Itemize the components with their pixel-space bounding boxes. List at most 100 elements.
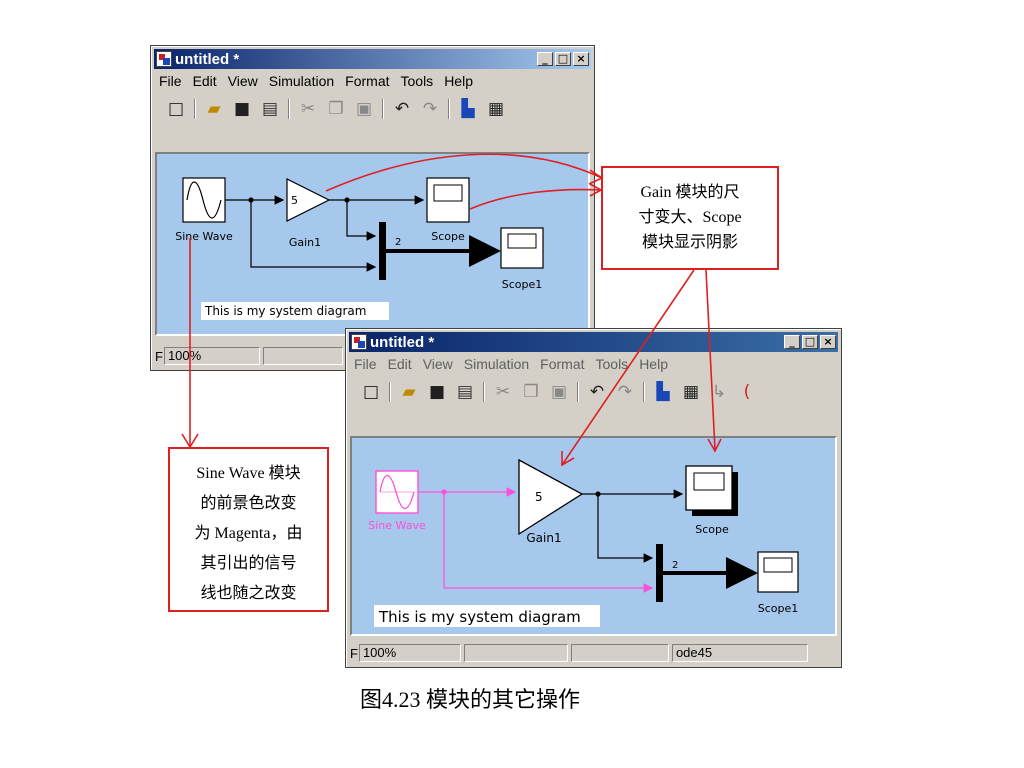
- redo-icon[interactable]: ↷: [617, 382, 633, 402]
- menu-format[interactable]: Format: [540, 356, 585, 372]
- new-icon[interactable]: □: [362, 382, 380, 402]
- status-cell: [463, 644, 568, 662]
- undo-icon[interactable]: ↶: [589, 382, 605, 402]
- status-cell: [570, 644, 669, 662]
- scope-block[interactable]: [685, 465, 738, 516]
- magenta-signal-lines: [418, 487, 654, 593]
- model-canvas-front[interactable]: Sine Wave 5 Gain1 Scope 2 Scope1: [350, 436, 837, 636]
- annotation-box: [201, 302, 389, 320]
- callout-line: Gain 模块的尺: [640, 184, 740, 201]
- scope-label: Scope: [695, 523, 729, 536]
- gain-block[interactable]: [286, 178, 331, 222]
- toolbar-separator: [288, 99, 290, 119]
- mux-block[interactable]: [656, 544, 663, 602]
- cut-icon[interactable]: ✂: [300, 99, 316, 119]
- maximize-icon[interactable]: □: [802, 335, 818, 349]
- redo-icon[interactable]: ↷: [422, 99, 438, 119]
- model-canvas-back[interactable]: Sine Wave 5 Gain1 Scope 2 Scope1: [155, 152, 590, 336]
- zoom-level: 100%: [358, 644, 461, 662]
- maximize-icon[interactable]: □: [555, 52, 571, 66]
- save-icon[interactable]: ■: [428, 382, 446, 402]
- callout-line: Sine Wave 模块: [196, 465, 301, 482]
- mux-value: 2: [395, 237, 401, 248]
- status-cell: [262, 347, 343, 365]
- sine-wave-label: Sine Wave: [368, 519, 426, 532]
- mux-block[interactable]: [379, 222, 386, 280]
- model-browser-icon[interactable]: ▦: [487, 99, 505, 119]
- gain-block[interactable]: [518, 458, 584, 536]
- window-back: untitled * _ □ × File Edit View Simulati…: [150, 45, 595, 371]
- gain-value: 5: [291, 194, 298, 207]
- sine-wave-block[interactable]: [375, 470, 419, 514]
- callout-line: 的前景色改变: [200, 495, 297, 512]
- menu-edit[interactable]: Edit: [192, 73, 217, 89]
- minimize-icon[interactable]: _: [784, 335, 800, 349]
- figure-caption: 图4.23 模块的其它操作: [360, 687, 581, 712]
- close-icon[interactable]: ×: [820, 335, 836, 349]
- status-bar-back: F 100%: [154, 345, 591, 367]
- annotation-text: This is my system diagram: [204, 304, 366, 318]
- zoom-level: 100%: [163, 347, 260, 365]
- toolbar-separator: [382, 99, 384, 119]
- save-icon[interactable]: ■: [233, 99, 251, 119]
- new-icon[interactable]: □: [167, 99, 185, 119]
- cut-icon[interactable]: ✂: [495, 382, 511, 402]
- paste-icon[interactable]: ▣: [550, 382, 568, 402]
- minimize-icon[interactable]: _: [537, 52, 553, 66]
- open-icon[interactable]: ▰: [402, 382, 416, 402]
- annotation-box: [374, 605, 600, 627]
- menu-bar-back: File Edit View Simulation Format Tools H…: [154, 71, 591, 91]
- scope1-block[interactable]: [757, 551, 799, 593]
- status-bar-front: F 100% ode45: [349, 642, 838, 664]
- title-bar-front[interactable]: untitled * _ □ ×: [349, 332, 838, 352]
- status-prefix: F: [155, 348, 163, 364]
- window-front: untitled * _ □ × File Edit View Simulati…: [345, 328, 842, 668]
- simulink-app-icon: [351, 334, 367, 350]
- menu-tools[interactable]: Tools: [400, 73, 434, 89]
- title-bar-back[interactable]: untitled * _ □ ×: [154, 49, 591, 69]
- print-icon[interactable]: ▤: [456, 382, 474, 402]
- undo-icon[interactable]: ↶: [394, 99, 410, 119]
- callout-sine-wave: Sine Wave 模块 的前景色改变 为 Magenta，由 其引出的信号 线…: [168, 447, 329, 612]
- open-icon[interactable]: ▰: [207, 99, 221, 119]
- menu-format[interactable]: Format: [345, 73, 390, 89]
- menu-file[interactable]: File: [159, 73, 182, 89]
- sine-wave-block[interactable]: [182, 177, 226, 223]
- menu-tools[interactable]: Tools: [595, 356, 629, 372]
- status-prefix: F: [350, 645, 358, 661]
- signal-lines: [225, 195, 501, 272]
- library-icon[interactable]: ▙: [461, 99, 475, 119]
- toolbar-separator: [389, 382, 391, 402]
- toolbar-separator: [448, 99, 450, 119]
- debug-icon[interactable]: ↳: [711, 382, 727, 402]
- copy-icon[interactable]: ❐: [523, 382, 539, 402]
- more-icon[interactable]: (: [743, 382, 751, 402]
- callout-line: 线也随之改变: [200, 585, 297, 602]
- print-icon[interactable]: ▤: [261, 99, 279, 119]
- callout-line: 模块显示阴影: [641, 234, 738, 251]
- menu-simulation[interactable]: Simulation: [463, 356, 530, 372]
- close-icon[interactable]: ×: [573, 52, 589, 66]
- callout-line: 为 Magenta，由: [194, 525, 303, 542]
- scope-block[interactable]: [426, 177, 470, 223]
- scope1-label: Scope1: [502, 278, 543, 291]
- menu-view[interactable]: View: [422, 356, 453, 372]
- gain-value: 5: [535, 490, 543, 504]
- signal-lines: [582, 489, 758, 589]
- copy-icon[interactable]: ❐: [328, 99, 344, 119]
- menu-file[interactable]: File: [354, 356, 377, 372]
- menu-simulation[interactable]: Simulation: [268, 73, 335, 89]
- scope1-label: Scope1: [758, 602, 799, 615]
- paste-icon[interactable]: ▣: [355, 99, 373, 119]
- simulink-app-icon: [156, 51, 172, 67]
- menu-help[interactable]: Help: [639, 356, 668, 372]
- library-icon[interactable]: ▙: [656, 382, 670, 402]
- window-title: untitled *: [370, 333, 435, 351]
- scope1-block[interactable]: [500, 227, 544, 269]
- model-browser-icon[interactable]: ▦: [682, 382, 700, 402]
- diagram-back: Sine Wave 5 Gain1 Scope 2 Scope1: [175, 177, 544, 320]
- menu-edit[interactable]: Edit: [387, 356, 412, 372]
- scope-label: Scope: [431, 230, 465, 243]
- menu-view[interactable]: View: [227, 73, 258, 89]
- menu-help[interactable]: Help: [444, 73, 473, 89]
